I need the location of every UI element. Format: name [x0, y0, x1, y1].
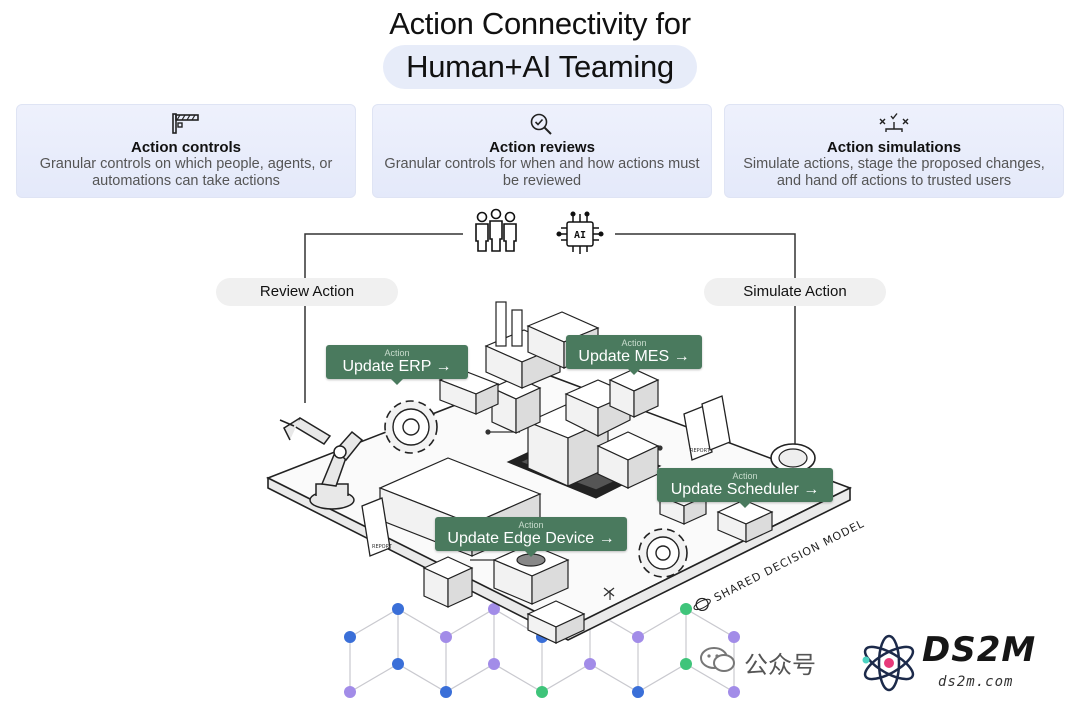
card-title: Action reviews: [489, 139, 595, 156]
close-mark-icon: [603, 587, 615, 597]
review-action-pill: Review Action: [216, 278, 398, 306]
simulation-icon: [877, 111, 911, 140]
atom-logo-icon: [862, 634, 915, 692]
card-description: Granular controls on which people, agent…: [39, 156, 333, 189]
tag-update-mes: Action Update MES →: [566, 335, 702, 369]
robot-arm-icon: [279, 417, 364, 510]
card-action-reviews: Action reviews Granular controls for whe…: [372, 104, 712, 198]
signal-lines: [485, 256, 588, 305]
card-title: Action simulations: [826, 139, 962, 156]
tag-update-erp: Action Update ERP →: [326, 345, 468, 379]
gear-icon: [638, 528, 688, 578]
review-action-label: Review Action: [259, 283, 355, 300]
atom-icon: [695, 597, 709, 612]
ds2m-logo: DS2M ds2m.com: [858, 630, 1068, 696]
tag-caption: Action: [732, 471, 758, 481]
connector-lines: [304, 233, 796, 445]
tag-label: Update MES →: [578, 348, 690, 365]
report-label: REPORT: [690, 448, 711, 454]
tag-caption: Action: [621, 338, 647, 348]
wechat-text: 公众号: [744, 651, 816, 679]
tag-label: Update ERP →: [342, 358, 452, 375]
card-description: Granular controls for when and how actio…: [384, 156, 700, 189]
card-action-simulations: Action simulations Simulate actions, sta…: [724, 104, 1064, 198]
wechat-watermark: 公众号: [698, 643, 848, 679]
wechat-icon: [700, 647, 735, 672]
simulate-action-pill: Simulate Action: [704, 278, 886, 306]
page-title-line2: Human+AI Teaming: [406, 49, 674, 84]
tag-label: Update Edge Device →: [447, 530, 615, 547]
brand-url: ds2m.com: [938, 674, 1014, 690]
card-action-controls: Action controls Granular controls on whi…: [16, 104, 356, 198]
simulate-action-label: Simulate Action: [743, 283, 847, 300]
tag-update-scheduler: Action Update Scheduler →: [657, 468, 833, 502]
brand-name: DS2M: [922, 630, 1037, 670]
ai-chip-label: AI: [574, 230, 586, 241]
tag-update-edge-device: Action Update Edge Device →: [435, 517, 627, 551]
report-document-icon: [361, 395, 731, 557]
tag-caption: Action: [384, 348, 410, 358]
iso-blocks: [378, 301, 774, 644]
magnifier-check-icon: [527, 111, 557, 142]
grid-nodes: [344, 603, 740, 698]
page-title-pill: Human+AI Teaming: [383, 45, 697, 89]
page-title-line1: Action Connectivity for: [389, 6, 691, 41]
ai-chip-icon: [556, 211, 604, 254]
tag-label: Update Scheduler →: [670, 481, 820, 498]
gear-icon: [384, 400, 438, 454]
people-group-icon: [475, 208, 517, 252]
card-title: Action controls: [130, 139, 241, 156]
tag-caption: Action: [518, 520, 544, 530]
card-description: Simulate actions, stage the proposed cha…: [743, 156, 1045, 189]
report-label: REPORT: [372, 544, 393, 550]
gate-barrier-icon: [171, 111, 201, 140]
